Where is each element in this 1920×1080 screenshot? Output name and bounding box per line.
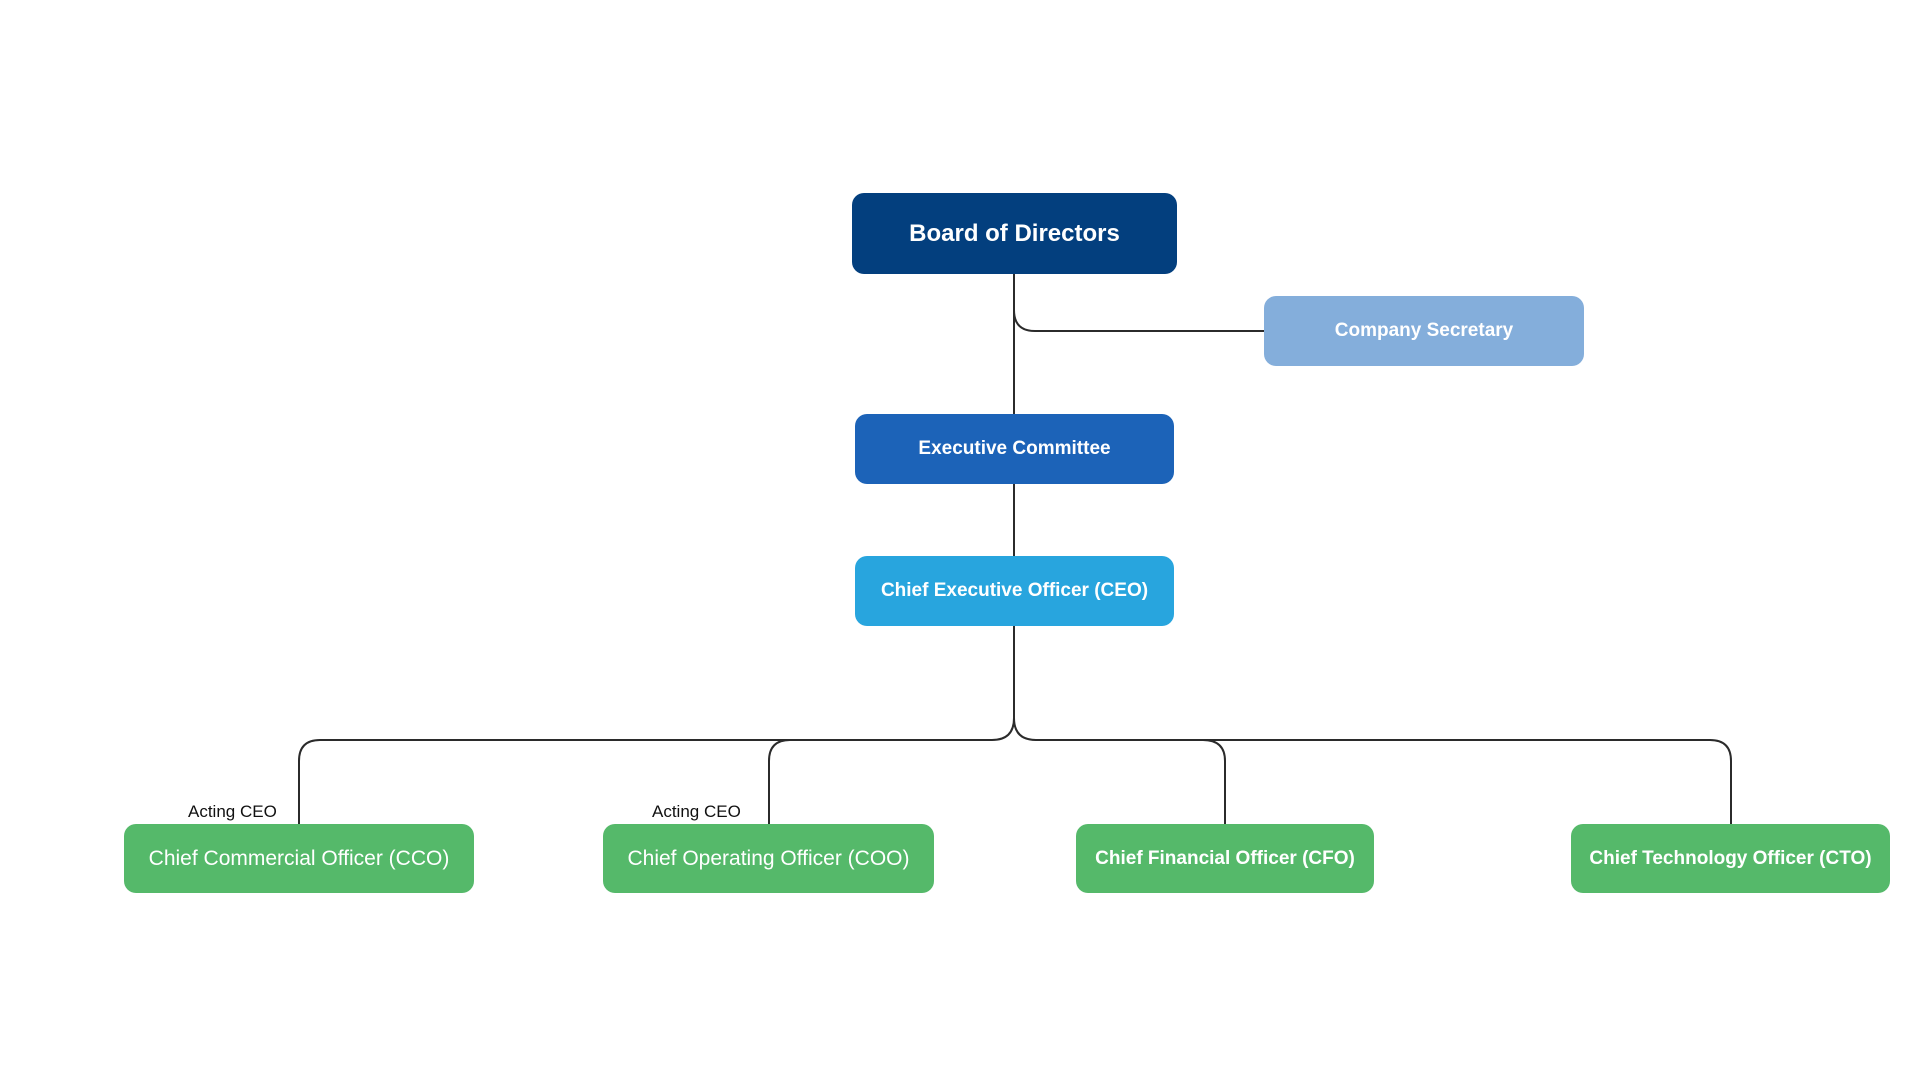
board-of-directors-box: Board of Directors	[852, 193, 1177, 274]
executive-committee-box: Executive Committee	[855, 414, 1174, 484]
connector-to-cco	[298, 717, 1015, 824]
cfo-label: Chief Financial Officer (CFO)	[1095, 847, 1355, 869]
coo-label: Chief Operating Officer (COO)	[627, 846, 910, 870]
ceo-label: Chief Executive Officer (CEO)	[880, 580, 1149, 601]
cto-label: Chief Technology Officer (CTO)	[1589, 847, 1872, 869]
cco-box: Chief Commercial Officer (CCO)	[124, 824, 474, 893]
company-secretary-label: Company Secretary	[1334, 320, 1514, 341]
connector-to-cto	[1013, 717, 1732, 824]
board-of-directors-label: Board of Directors	[909, 219, 1120, 247]
connector-to-cfo	[1202, 739, 1226, 824]
company-secretary-box: Company Secretary	[1264, 296, 1584, 366]
cco-acting-ceo-label: Acting CEO	[188, 802, 277, 821]
cfo-box: Chief Financial Officer (CFO)	[1076, 824, 1374, 893]
coo-box: Chief Operating Officer (COO)	[603, 824, 934, 893]
executive-committee-label: Executive Committee	[918, 438, 1111, 459]
ceo-box: Chief Executive Officer (CEO)	[855, 556, 1174, 626]
cco-label: Chief Commercial Officer (CCO)	[148, 846, 450, 870]
cto-box: Chief Technology Officer (CTO)	[1571, 824, 1890, 893]
connector-to-coo	[768, 739, 791, 824]
coo-acting-ceo-label: Acting CEO	[652, 802, 741, 821]
connector-board-to-secretary	[1013, 309, 1264, 332]
